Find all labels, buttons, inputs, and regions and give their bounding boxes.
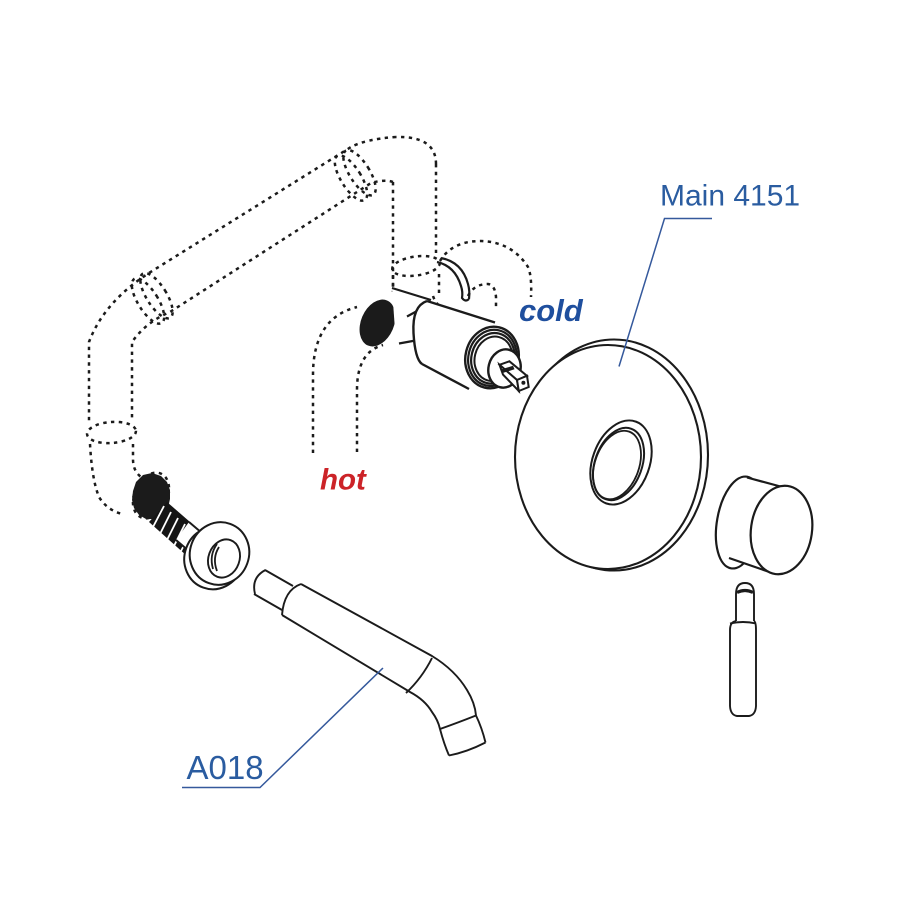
svg-text:hot: hot — [320, 464, 367, 497]
svg-text:Main 4151: Main 4151 — [660, 180, 800, 213]
svg-text:A018: A018 — [187, 749, 264, 786]
svg-text:cold: cold — [519, 293, 584, 328]
